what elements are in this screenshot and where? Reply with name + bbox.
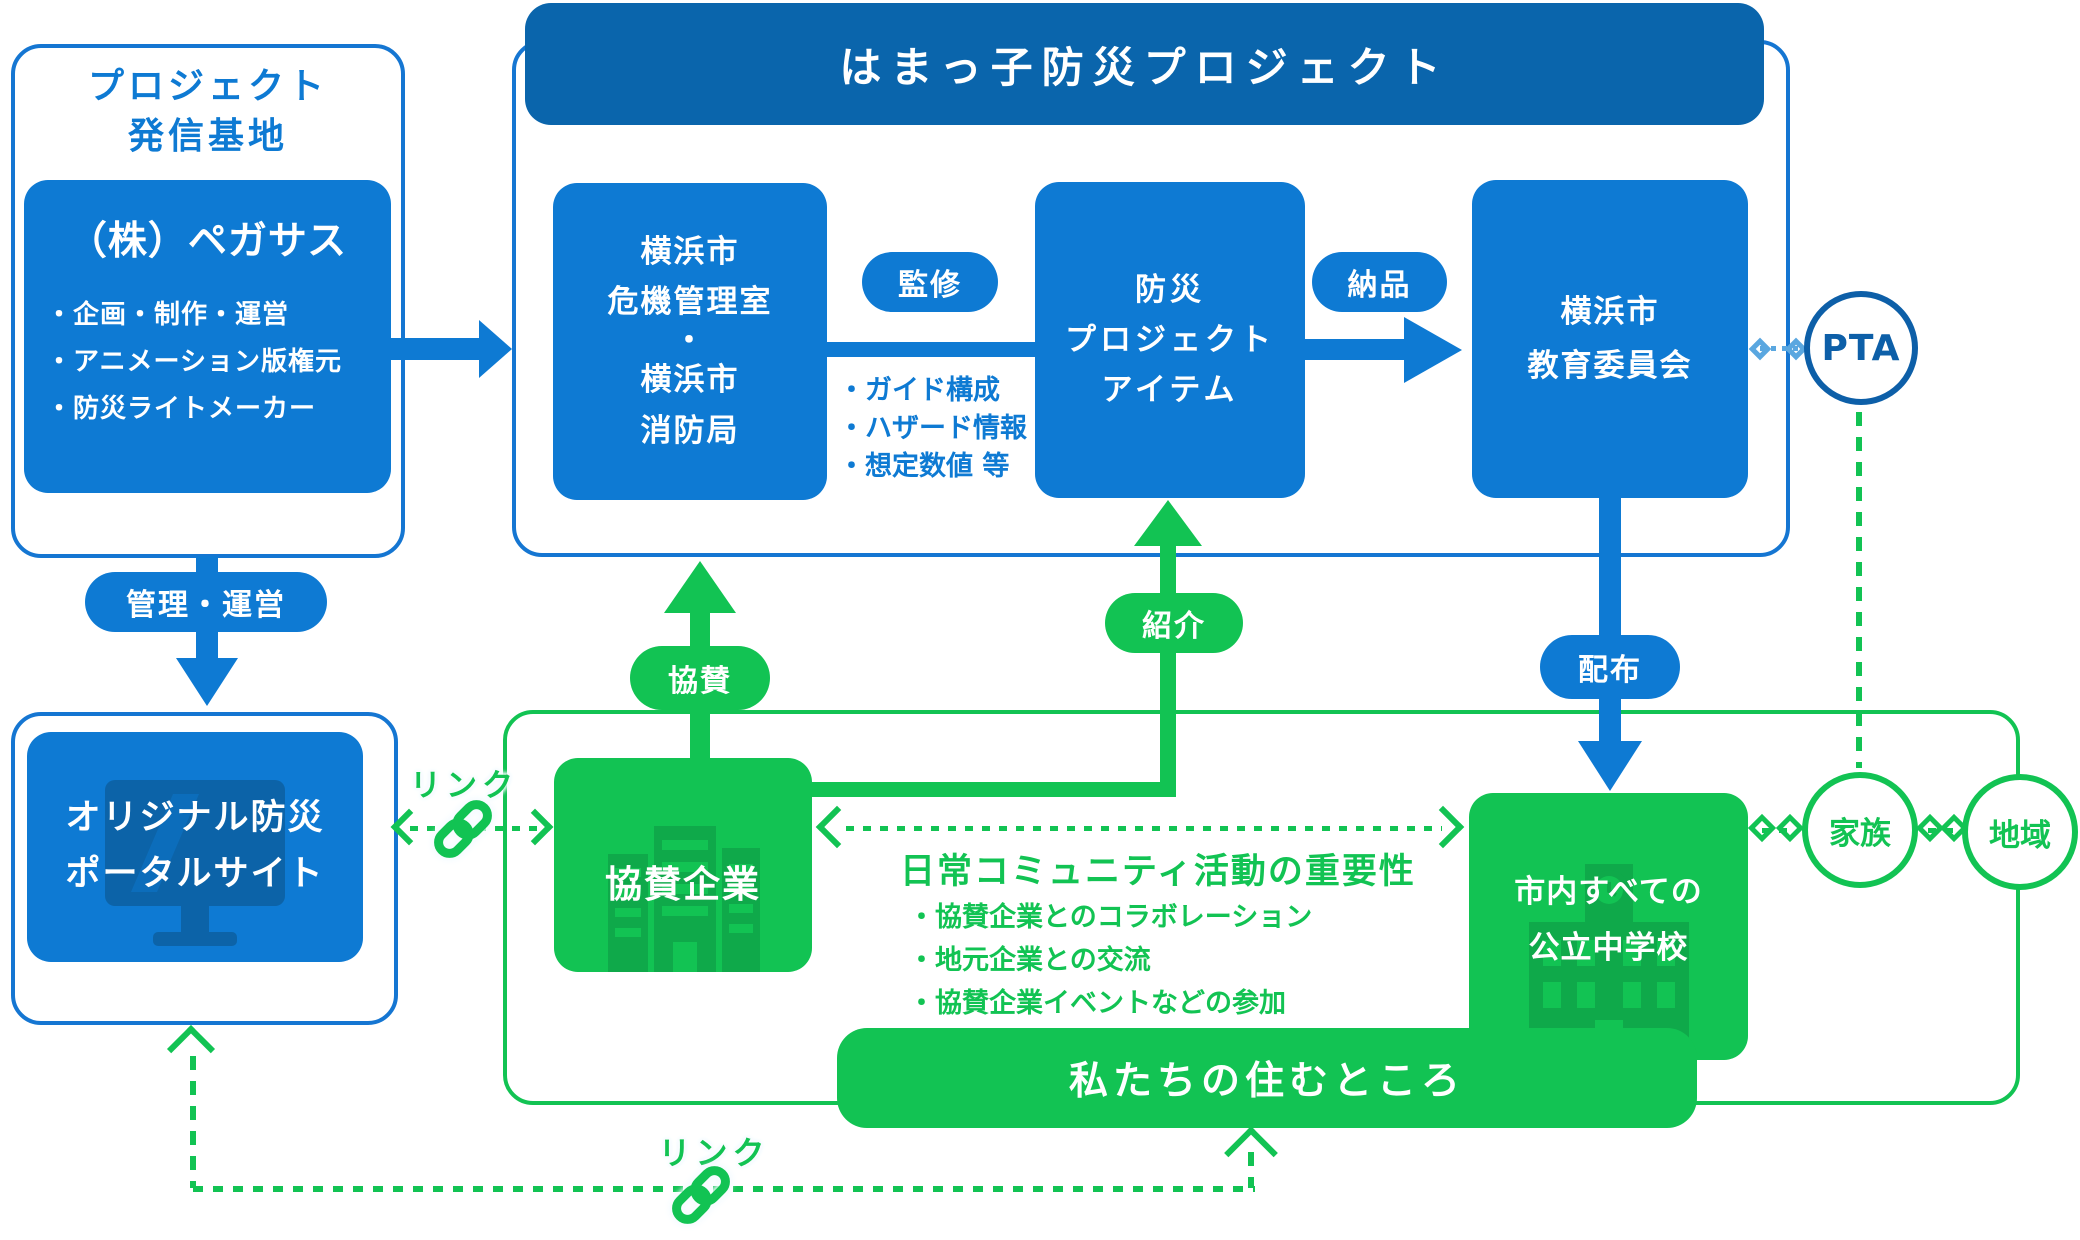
dashed-link-home-arrow-up xyxy=(1224,1126,1278,1180)
pta-circle: PTA xyxy=(1804,291,1918,405)
community-heading: 日常コミュニティ活動の重要性 xyxy=(900,852,1416,892)
item-line: プロジェクト xyxy=(1065,321,1275,358)
project-base-title: プロジェクト 発信基地 xyxy=(11,62,405,161)
pegasus-bullet: ・アニメーション版権元 xyxy=(46,346,342,377)
community-bullet: ・地元企業との交流 xyxy=(908,945,1151,977)
portal-box: オリジナル防災 ポータルサイト xyxy=(27,732,363,962)
family-label: 家族 xyxy=(1829,815,1891,852)
edu-board-box: 横浜市 教育委員会 xyxy=(1472,180,1748,498)
link-bottom-label: リンク xyxy=(658,1134,770,1172)
arrow-item-to-edu-shaft xyxy=(1305,339,1405,360)
line-kiki-to-item xyxy=(827,342,1037,357)
dashed-link-portal-arrow-up xyxy=(166,1024,216,1074)
community-bullet-list: ・協賛企業とのコラボレーション ・地元企業との交流 ・協賛企業イベントなどの参加 xyxy=(908,896,1312,1026)
pegasus-bullet: ・企画・制作・運営 xyxy=(46,300,290,330)
edu-line: 教育委員会 xyxy=(1527,348,1693,384)
pta-label: PTA xyxy=(1821,327,1901,369)
dashed-line-pta-to-family xyxy=(1856,412,1862,768)
edu-line: 横浜市 xyxy=(1560,293,1660,330)
shokai-badge: 紹介 xyxy=(1105,593,1243,653)
portal-label-line2: ポータルサイト xyxy=(65,854,325,894)
kanshu-note: ・想定数値 等 xyxy=(838,450,1010,482)
region-circle: 地域 xyxy=(1962,774,2078,890)
dashed-link-home-vertical xyxy=(1248,1152,1254,1188)
line-shokai-vertical xyxy=(1160,544,1176,797)
dotted-link-family-region xyxy=(1928,828,1954,833)
item-line: アイテム xyxy=(1101,372,1239,409)
dashed-link-portal-vertical xyxy=(190,1056,196,1188)
community-bullet: ・協賛企業イベントなどの参加 xyxy=(908,988,1286,1020)
sponsor-box: 協賛企業 xyxy=(554,758,812,972)
hamakko-header-title: はまっ子防災プロジェクト xyxy=(839,42,1450,92)
hamakko-header: はまっ子防災プロジェクト xyxy=(525,3,1764,125)
kanshu-notes: ・ガイド構成 ・ハザード情報 ・想定数値 等 xyxy=(838,372,1027,485)
kanshu-badge: 監修 xyxy=(862,252,998,312)
kiki-line: 横浜市 xyxy=(640,234,740,271)
item-line: 防災 xyxy=(1135,271,1205,308)
arrow-item-to-edu-head xyxy=(1404,317,1462,383)
arrow-haifu-head xyxy=(1578,741,1642,791)
bousai-item-box: 防災 プロジェクト アイテム xyxy=(1035,182,1305,498)
nohin-badge: 納品 xyxy=(1312,252,1447,312)
sponsor-label: 協賛企業 xyxy=(605,863,761,906)
office-building-icon xyxy=(608,826,760,972)
school-label-line1: 市内すべての xyxy=(1514,874,1703,910)
link-top-label: リンク xyxy=(410,768,518,804)
arrow-pegasus-to-project-shaft xyxy=(391,338,480,360)
chain-link-icon xyxy=(434,800,492,858)
monitor-icon xyxy=(105,780,285,946)
arrow-haifu-shaft-lower xyxy=(1599,698,1621,742)
kiki-line: ・ xyxy=(673,322,707,359)
school-label: 市内すべての 公立中学校 xyxy=(1469,865,1748,977)
chain-link-icon xyxy=(672,1166,730,1224)
school-box: 市内すべての 公立中学校 xyxy=(1469,793,1748,1060)
kiki-line: 危機管理室 xyxy=(607,284,773,321)
pegasus-title: （株）ペガサス xyxy=(67,219,348,264)
kiki-kanri-box: 横浜市 危機管理室 ・ 横浜市 消防局 xyxy=(553,183,827,500)
project-base-title-line1: プロジェクト xyxy=(87,66,328,107)
kiki-line: 消防局 xyxy=(640,412,740,449)
school-label-line2: 公立中学校 xyxy=(1528,929,1689,966)
pegasus-bullet: ・防災ライトメーカー xyxy=(46,393,317,424)
dotted-link-edu-pta xyxy=(1760,346,1798,351)
home-bar-label: 私たちの住むところ xyxy=(1068,1059,1465,1104)
arrow-haifu-shaft-upper xyxy=(1599,496,1621,638)
line-shokai-horizontal xyxy=(812,782,1176,797)
arrow-manage-head xyxy=(176,658,238,706)
pegasus-bullet-list: ・企画・制作・運営 ・アニメーション版権元 ・防災ライトメーカー xyxy=(46,292,342,432)
home-bar: 私たちの住むところ xyxy=(837,1028,1697,1128)
dotted-link-school-family xyxy=(1762,828,1790,833)
community-bullet: ・協賛企業とのコラボレーション xyxy=(908,902,1313,933)
haifu-badge: 配布 xyxy=(1540,635,1680,699)
pegasus-box: （株）ペガサス ・企画・制作・運営 ・アニメーション版権元 ・防災ライトメーカー xyxy=(24,180,391,493)
project-base-title-line2: 発信基地 xyxy=(127,115,288,157)
arrow-kyosan-head xyxy=(664,561,736,613)
kanshu-note: ・ガイド構成 xyxy=(838,375,1000,406)
kanshu-note: ・ハザード情報 xyxy=(838,412,1027,444)
portal-label: オリジナル防災 ポータルサイト xyxy=(27,790,363,902)
region-label: 地域 xyxy=(1989,817,2051,854)
kiki-line: 横浜市 xyxy=(640,362,740,399)
kyosan-badge: 協賛 xyxy=(630,646,770,710)
arrow-shokai-head xyxy=(1134,500,1202,546)
portal-label-line1: オリジナル防災 xyxy=(65,798,325,838)
manage-badge: 管理・運営 xyxy=(85,572,327,632)
dotted-link-sponsor-school xyxy=(846,826,1442,831)
arrow-pegasus-to-project-head xyxy=(479,320,512,378)
family-circle: 家族 xyxy=(1802,772,1918,888)
